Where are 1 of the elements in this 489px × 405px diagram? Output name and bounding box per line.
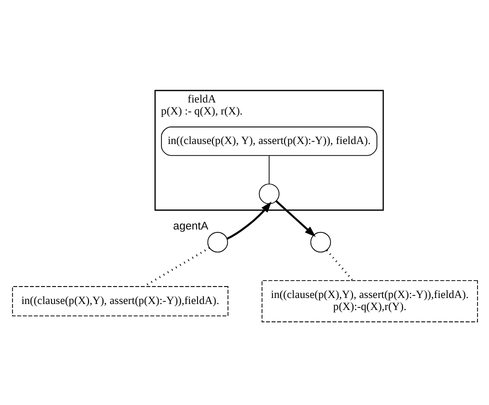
node-label: agentA	[172, 220, 208, 232]
